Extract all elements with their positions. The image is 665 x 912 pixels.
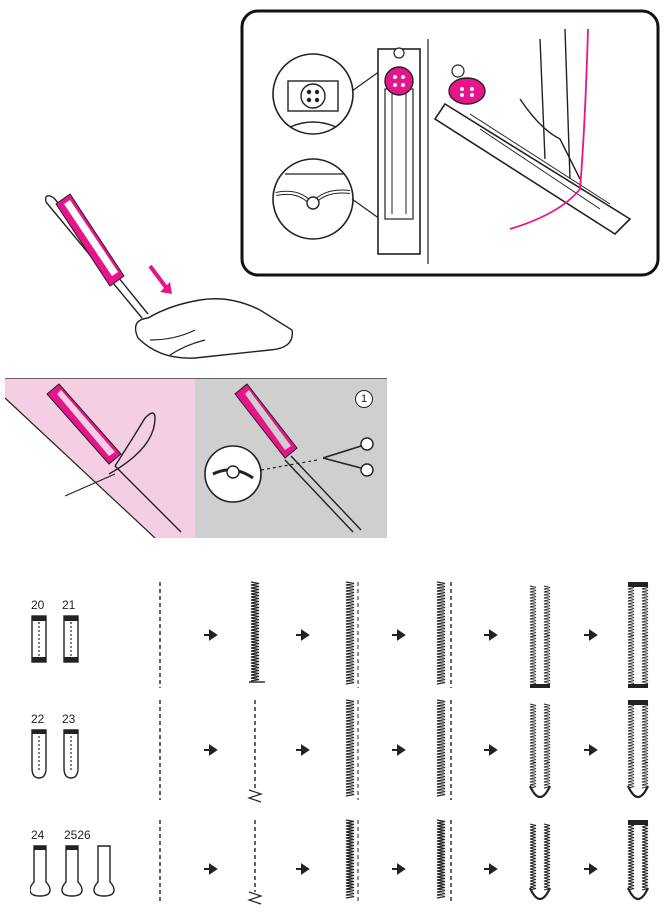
arrow-right-icon [204,865,216,873]
arrow-right-icon [584,746,596,754]
arrow-right-icon [392,631,404,639]
stitch-step-r3-c5 [530,824,550,899]
stitch-step-r2-c2 [249,700,261,802]
stitch-step-r3-c3 [346,820,358,902]
arrow-right-icon [204,631,216,639]
stitch-step-r1-c5 [530,586,550,688]
stitch-step-r1-c2 [249,582,265,682]
arrow-right-icon [584,631,596,639]
arrow-right-icon [296,865,308,873]
arrow-right-icon [296,746,308,754]
stitch-step-r3-c4 [437,820,451,902]
arrow-right-icon [204,746,216,754]
arrow-right-icon [484,865,496,873]
arrow-right-icon [392,865,404,873]
arrow-right-icon [484,746,496,754]
arrow-right-icon [296,631,308,639]
arrow-right-icon [484,631,496,639]
arrow-right-icon [392,746,404,754]
stitch-step-r2-c5 [530,704,550,797]
arrow-right-icon [584,865,596,873]
stitch-step-r1-c3 [346,582,358,688]
stitch-step-r1-c4 [437,582,451,688]
stitch-step-r3-c6 [628,820,648,899]
stitch-step-r2-c4 [437,700,451,800]
stitch-step-r2-c3 [346,700,358,800]
stitch-step-r1-c6 [628,582,648,688]
stitch-step-r3-c2 [249,820,261,904]
stitch-step-r2-c6 [628,700,648,797]
